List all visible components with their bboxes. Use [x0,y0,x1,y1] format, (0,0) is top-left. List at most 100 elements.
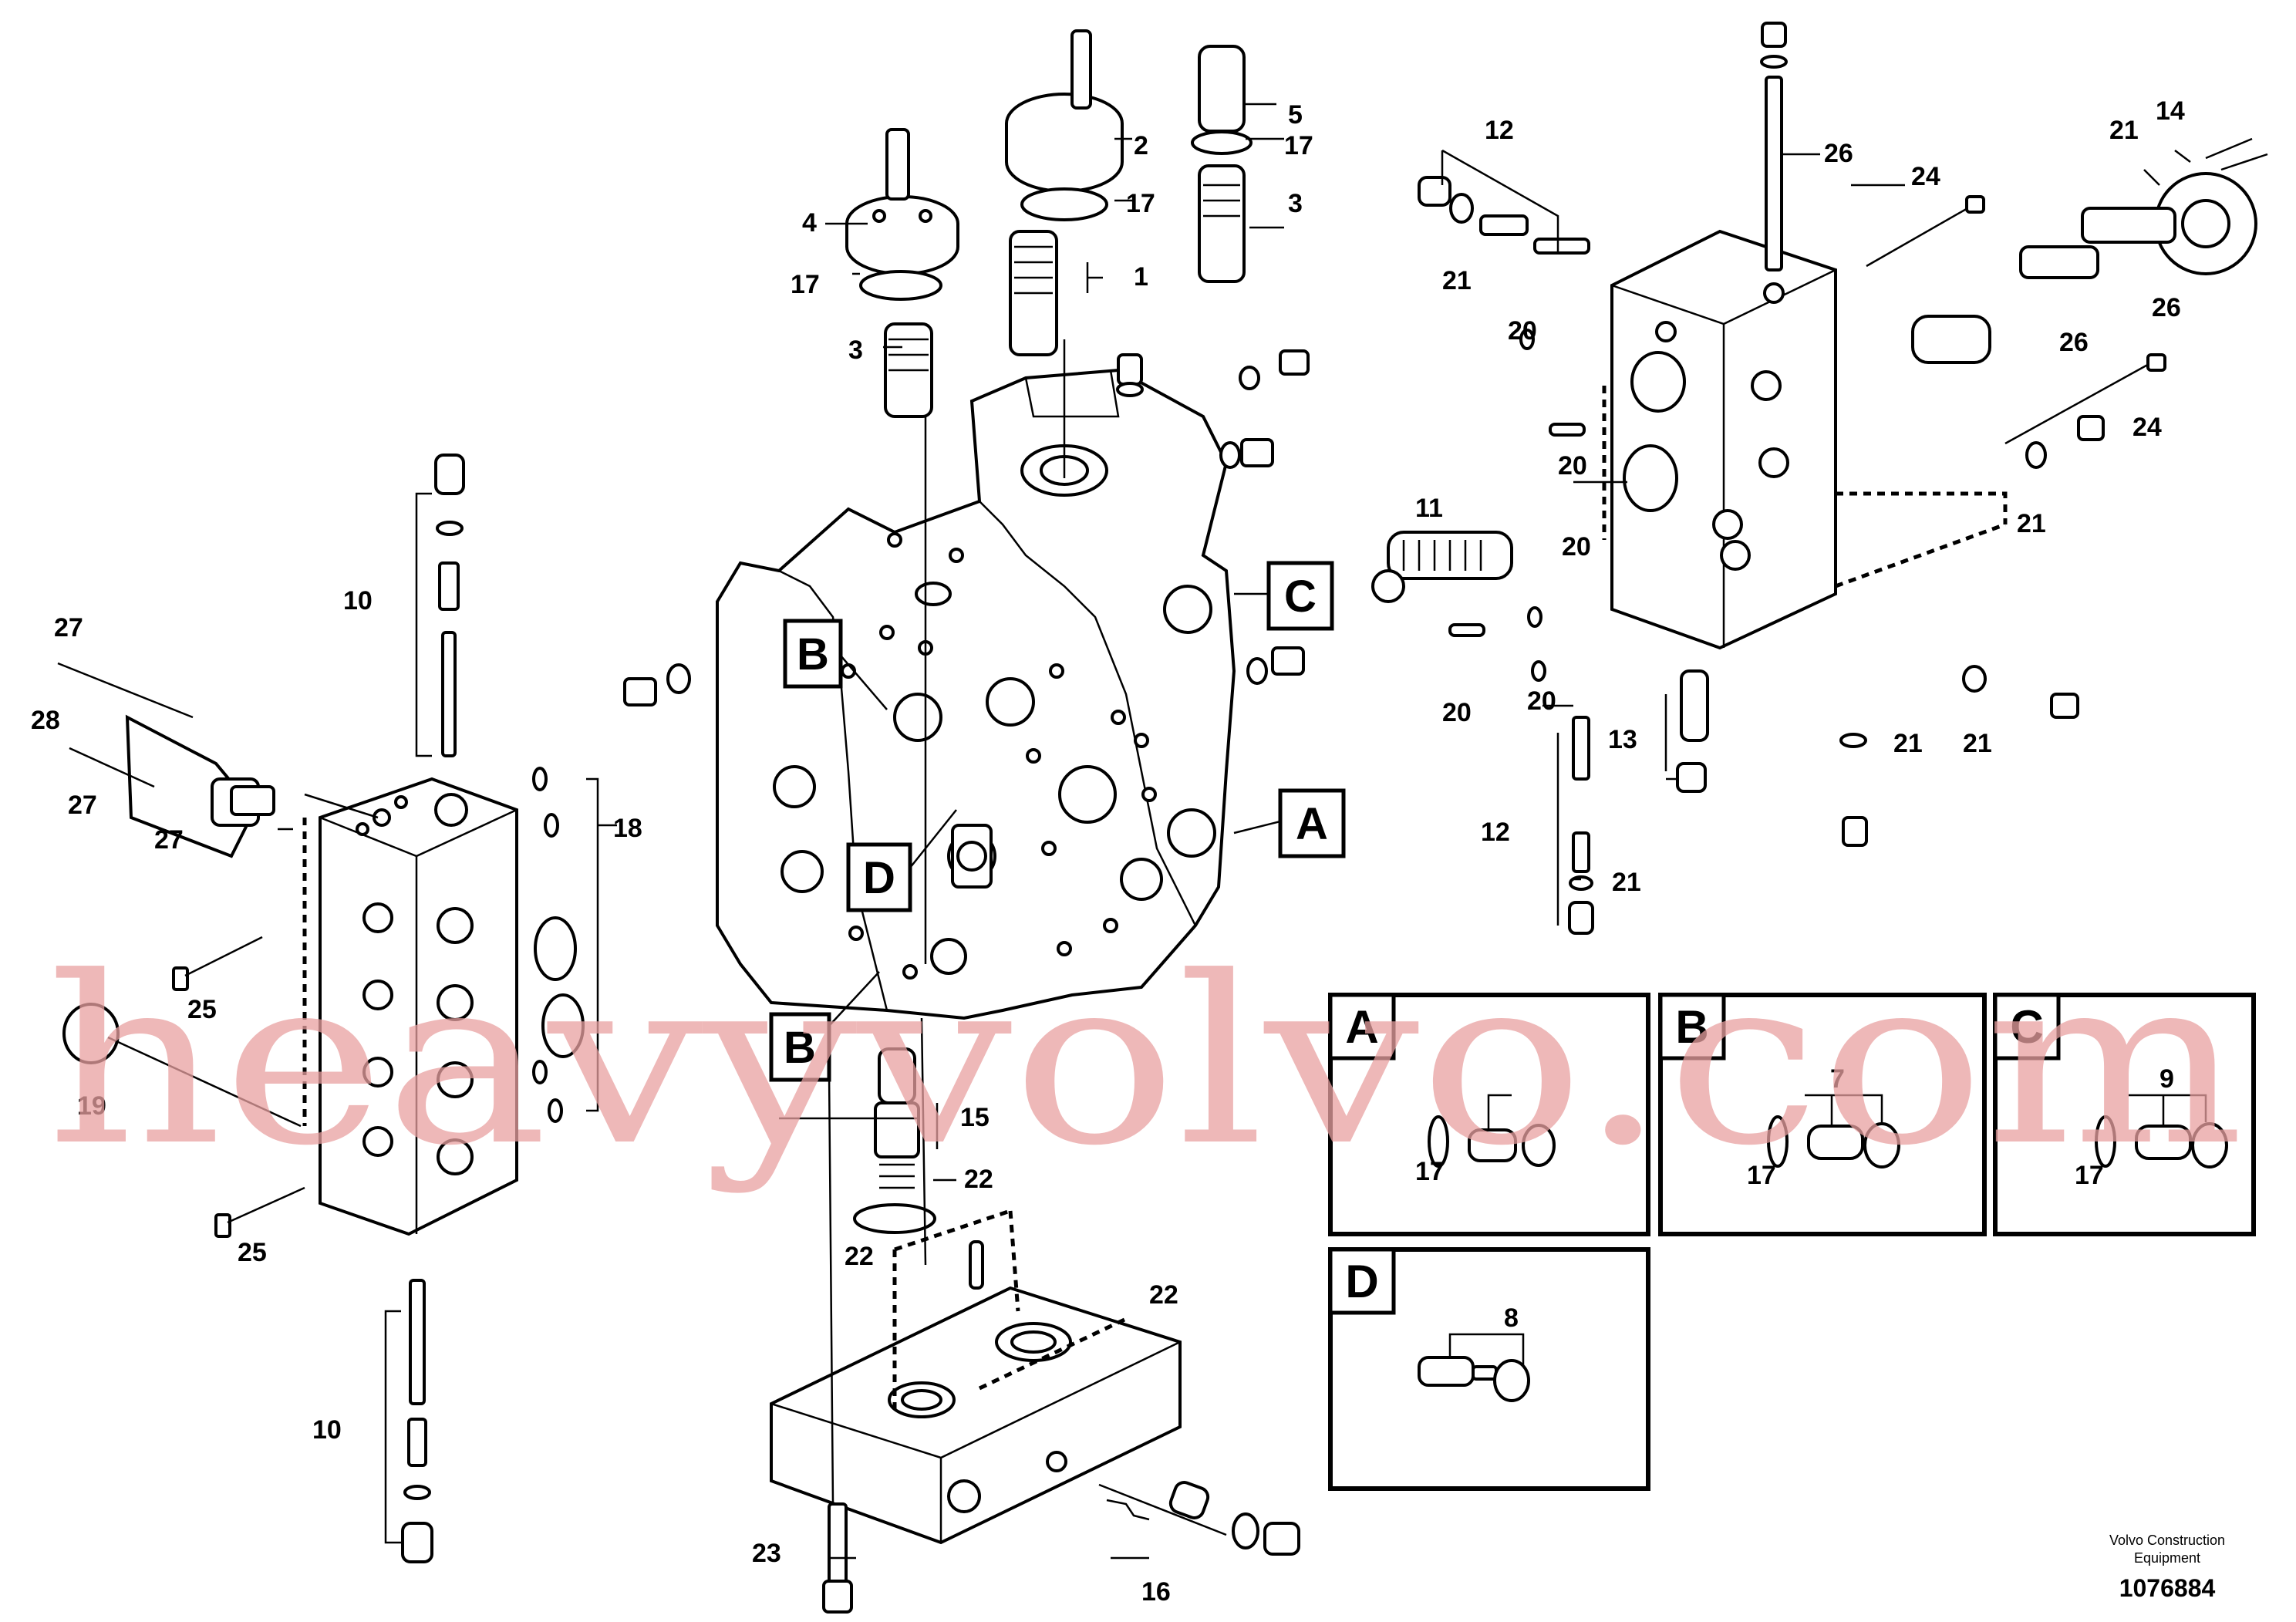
left-valve-block [302,777,518,1236]
view-box-b-upper: B [783,619,843,689]
callout-22-ring: 22 [964,1165,993,1194]
callout-labels: 1 2 3 3 4 5 17 17 17 10 10 27 28 27 27 1… [31,96,2185,1607]
callout-26-solenoid: 26 [2152,293,2181,322]
callout-21-top-left: 21 [1442,266,1472,295]
callout-10-lower: 10 [312,1415,342,1445]
callout-25-lower: 25 [238,1238,267,1267]
callout-17-top-right: 17 [1284,131,1313,160]
detail-inset-c: C 9 17 [1993,993,2256,1236]
credit-block: Volvo Construction Equipment 1076884 [2109,1533,2225,1602]
callout-5: 5 [1288,100,1303,130]
callout-18: 18 [613,814,642,843]
inset-c-letter: C [2010,1001,2043,1053]
callout-3-left: 3 [848,336,863,365]
inset-b-callout-7: 7 [1830,1064,1845,1094]
callout-28: 28 [31,706,60,735]
callout-20-bottom-left: 20 [1442,698,1472,727]
callout-20-top: 20 [1508,316,1537,346]
callout-21-bottom-spring: 21 [1612,868,1641,897]
callout-24-top: 24 [1911,162,1940,191]
callout-20-bottom-mid: 20 [1527,686,1556,716]
upper-cap-plate-2 [1005,29,1124,221]
right-fitting-13 [1664,669,1709,793]
cartridge-1 [1009,230,1058,356]
right-bottom-spring-12 [1556,716,1594,935]
callout-16: 16 [1141,1577,1171,1607]
credit-line-2: Equipment [2134,1550,2200,1566]
inset-c-callout-9: 9 [2159,1064,2174,1094]
callout-23: 23 [752,1539,781,1568]
inset-d-letter: D [1345,1256,1378,1307]
right-top-spring-12 [1418,149,1590,255]
callout-27-mid: 27 [68,791,97,820]
callout-21-top-right: 21 [2109,116,2139,145]
callout-19: 19 [77,1091,106,1121]
upper-cap-plate-4 [845,128,959,301]
left-top-spool-10 [415,454,465,757]
inset-b-callout-17: 17 [1747,1161,1776,1190]
inset-c-callout-17: 17 [2075,1161,2104,1190]
callout-14: 14 [2156,96,2185,126]
callout-21-bottom-right: 21 [1963,729,1992,758]
view-box-c: C [1266,561,1334,631]
view-box-c-letter: C [1284,572,1317,622]
cartridge-3-right [1191,45,1253,283]
callout-27-top: 27 [54,613,83,642]
right-long-bolts-24 [1866,195,2166,445]
block-bolt-holes [841,532,1157,980]
leader-lines [278,103,2191,1560]
left-bottom-spool-10 [384,1279,433,1563]
right-fittings-21 [1839,415,2105,847]
bottom-plate-fitting-16 [1098,1481,1300,1556]
main-valve-block [716,368,1236,1020]
callout-21-mid-right: 21 [2017,509,2046,538]
right-spool-11 [1371,531,1513,603]
view-box-b-upper-letter: B [797,629,829,679]
view-box-b-lower: B [769,1012,831,1082]
right-solenoid-14 [1911,137,2268,364]
view-box-d: D [846,842,912,912]
callout-22-right: 22 [1149,1280,1178,1310]
inset-a-letter: A [1345,1001,1378,1053]
callout-20-pin: 20 [1558,451,1587,481]
right-valve-block [1602,229,2008,650]
callout-27-right: 27 [154,825,184,855]
view-box-a-letter: A [1296,799,1328,849]
left-valve-o-rings-18 [532,767,599,1123]
document-number: 1076884 [2119,1574,2216,1602]
callout-2: 2 [1134,131,1148,160]
view-box-b-lower-letter: B [784,1023,816,1073]
main-block-fittings [623,349,1310,706]
callout-4: 4 [802,208,817,238]
callout-12-top: 12 [1485,116,1514,145]
watermark-text: heavyvolvo.com [46,927,2244,1196]
detail-inset-a: A 17 [1328,993,1650,1236]
left-solenoid-28 [57,662,275,858]
callout-10-upper: 10 [343,586,373,615]
callout-3-right: 3 [1288,189,1303,218]
callout-12-bottom: 12 [1481,818,1510,847]
view-box-arrows [828,592,1281,1027]
inset-b-letter: B [1675,1001,1708,1053]
callout-26-spring: 26 [2059,328,2089,357]
right-top-long-bolt-26 [1760,22,1788,271]
callout-26-top: 26 [1824,139,1853,168]
left-plug-19 [62,1003,302,1128]
inset-a-callout-17: 17 [1415,1157,1445,1186]
callout-17-top-left: 17 [791,270,820,299]
callout-25-upper: 25 [187,995,217,1024]
lower-cartridge-15 [853,1047,936,1234]
cartridge-3-left [884,322,933,418]
credit-line-1: Volvo Construction [2109,1533,2225,1548]
detail-inset-b: B 7 17 [1658,993,1987,1236]
bottom-plate [770,1209,1182,1614]
callout-11: 11 [1415,494,1443,523]
callout-22-left: 22 [845,1242,874,1271]
callout-1: 1 [1134,262,1148,292]
callout-13: 13 [1608,725,1637,754]
detail-inset-d: D 8 [1328,1247,1650,1491]
callout-20-spool: 20 [1562,532,1591,561]
callout-21-bottom-mid: 21 [1893,729,1923,758]
callout-17-top-mid: 17 [1126,189,1155,218]
